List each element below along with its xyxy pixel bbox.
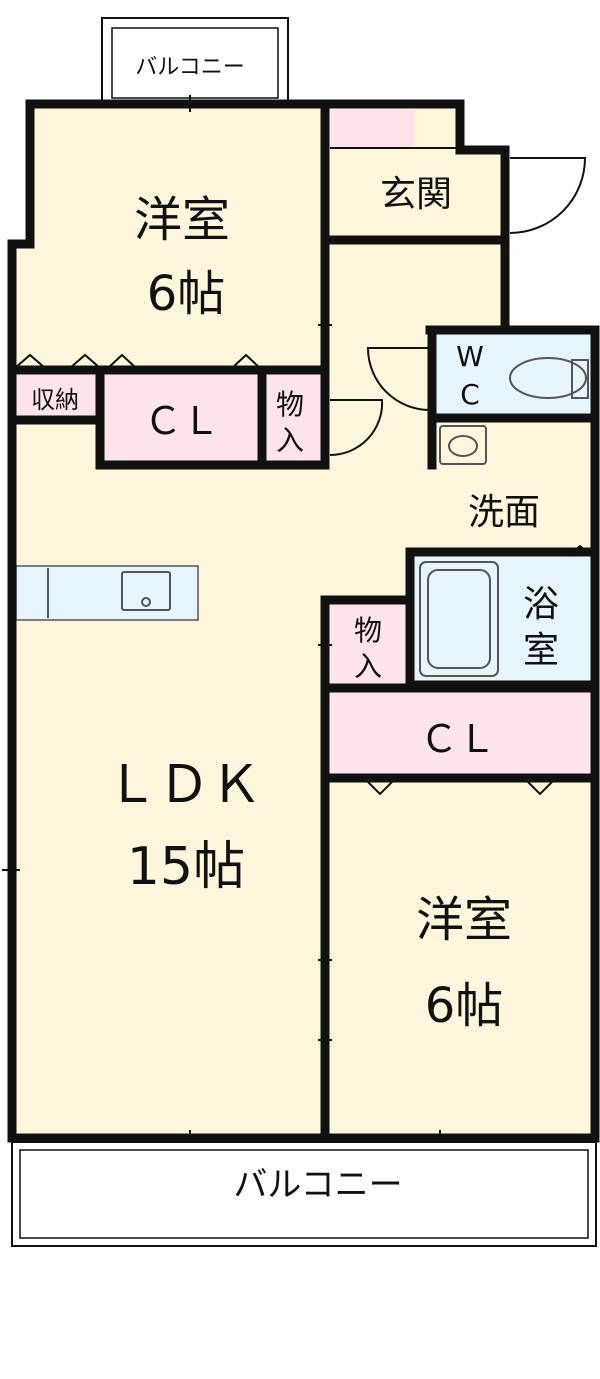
thin-lines bbox=[2, 95, 593, 1146]
western-room-south-size: 6帖 bbox=[425, 978, 504, 1034]
washbasin-icon bbox=[439, 425, 487, 465]
storage-south-line1: 物 bbox=[354, 614, 382, 647]
storage-south-line2: 入 bbox=[354, 650, 382, 683]
walls bbox=[7, 99, 600, 1143]
storage-north-line2: 入 bbox=[276, 424, 304, 457]
bathtub-icon bbox=[419, 561, 499, 677]
storage-door-swing bbox=[329, 399, 384, 457]
western-room-north-label: 洋室 bbox=[134, 192, 230, 248]
western-room-north-size: 6帖 bbox=[147, 266, 226, 322]
ldk-label: ＬＤＫ bbox=[106, 755, 262, 815]
ldk-size: 15帖 bbox=[127, 837, 245, 897]
storage-room bbox=[14, 375, 96, 417]
balcony-bottom-label: バルコニー bbox=[233, 1165, 402, 1205]
door-swings bbox=[329, 157, 587, 457]
bath-room bbox=[412, 552, 594, 682]
closet-north-label: ＣＬ bbox=[144, 399, 220, 443]
closet-north bbox=[100, 375, 260, 465]
washroom-label: 洗面 bbox=[468, 492, 540, 533]
room-fills bbox=[12, 17, 595, 1138]
sink-icon bbox=[121, 571, 171, 611]
balcony-bottom bbox=[11, 1141, 597, 1247]
bath-label-line2: 室 bbox=[523, 630, 559, 671]
entrance-label: 玄関 bbox=[380, 174, 452, 215]
entrance-step bbox=[326, 110, 414, 148]
closet-south bbox=[328, 692, 590, 774]
wc-label-line1: W bbox=[456, 340, 484, 373]
storage-label: 収納 bbox=[31, 386, 79, 414]
closet-south-label: ＣＬ bbox=[420, 717, 496, 761]
toilet-icon bbox=[509, 357, 587, 399]
bath-label-line1: 浴 bbox=[523, 584, 559, 625]
balcony-top-label: バルコニー bbox=[135, 55, 245, 80]
entrance-door-swing bbox=[509, 157, 587, 234]
wc-room bbox=[434, 334, 594, 414]
western-room-south-label: 洋室 bbox=[416, 892, 512, 948]
storage-south bbox=[328, 602, 408, 684]
storage-north-line1: 物 bbox=[276, 388, 304, 421]
fixtures bbox=[47, 357, 589, 677]
wc-door-swing bbox=[366, 347, 431, 411]
storage-north bbox=[264, 375, 322, 465]
wc-label-line2: C bbox=[460, 378, 480, 411]
